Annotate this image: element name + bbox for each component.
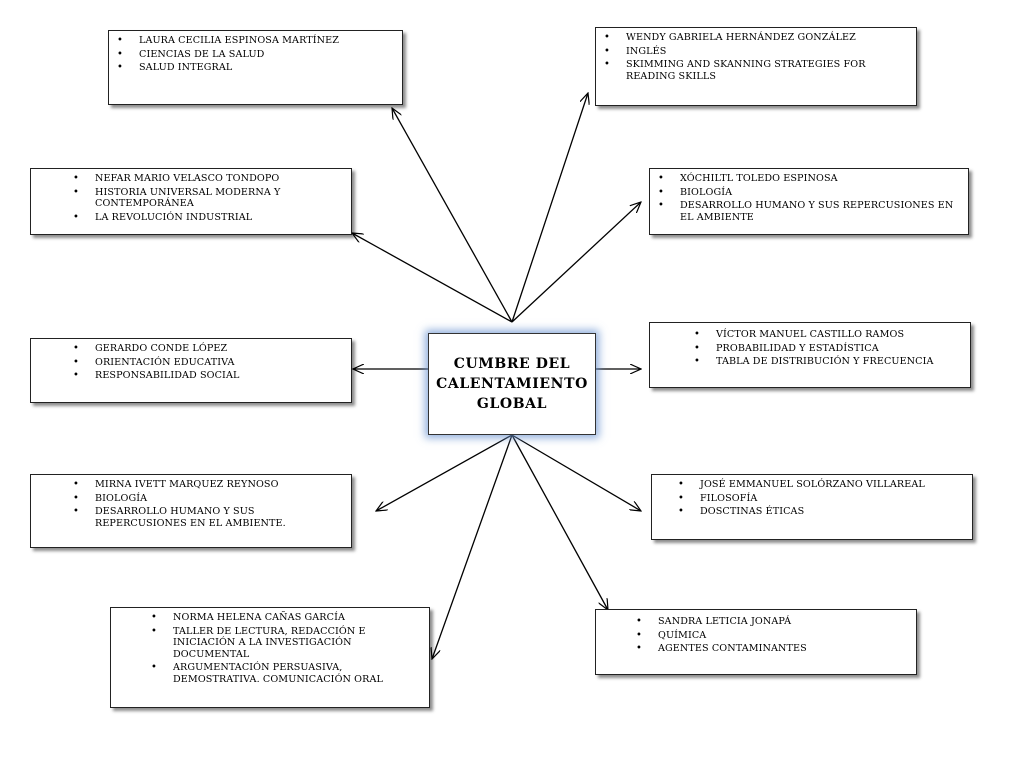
speaker-topic: SALUD INTEGRAL: [117, 62, 396, 74]
speaker-box-toledo: XÓCHILTL TOLEDO ESPINOSA BIOLOGÍA DESARR…: [649, 168, 969, 235]
speaker-box-canas: NORMA HELENA CAÑAS GARCÍA TALLER DE LECT…: [110, 607, 430, 708]
speaker-subject: FILOSOFÍA: [678, 493, 966, 505]
speaker-name: MIRNA IVETT MARQUEZ REYNOSO: [73, 479, 345, 491]
speaker-name: SANDRA LETICIA JONAPÁ: [636, 616, 910, 628]
central-topic-box: CUMBRE DEL CALENTAMIENTO GLOBAL: [428, 333, 596, 435]
arrow-to-upper-left: [352, 233, 513, 323]
speaker-name: XÓCHILTL TOLEDO ESPINOSA: [658, 173, 962, 185]
speaker-box-conde: GERARDO CONDE LÓPEZ ORIENTACIÓN EDUCATIV…: [30, 338, 352, 403]
speaker-name: VÍCTOR MANUEL CASTILLO RAMOS: [694, 329, 964, 341]
arrow-to-top-left: [392, 108, 513, 323]
speaker-box-jonapa: SANDRA LETICIA JONAPÁ QUÍMICA AGENTES CO…: [595, 609, 917, 675]
speaker-subject: HISTORIA UNIVERSAL MODERNA Y CONTEMPORÁN…: [73, 187, 345, 210]
speaker-subject: TALLER DE LECTURA, REDACCIÓN E INICIACIÓ…: [151, 626, 417, 661]
speaker-topic: DESARROLLO HUMANO Y SUS REPERCUSIONES EN…: [73, 506, 345, 529]
speaker-topic: RESPONSABILIDAD SOCIAL: [73, 370, 345, 382]
speaker-subject: QUÍMICA: [636, 630, 910, 642]
speaker-details-list: NEFAR MARIO VELASCO TONDOPO HISTORIA UNI…: [73, 173, 345, 224]
speaker-topic: DESARROLLO HUMANO Y SUS REPERCUSIONES EN…: [658, 200, 962, 223]
speaker-subject: ORIENTACIÓN EDUCATIVA: [73, 357, 345, 369]
arrow-to-lower-right: [511, 434, 641, 511]
speaker-details-list: LAURA CECILIA ESPINOSA MARTÍNEZ CIENCIAS…: [117, 35, 396, 74]
speaker-box-castillo: VÍCTOR MANUEL CASTILLO RAMOS PROBABILIDA…: [649, 322, 971, 388]
speaker-subject: INGLÉS: [604, 46, 910, 58]
speaker-details-list: VÍCTOR MANUEL CASTILLO RAMOS PROBABILIDA…: [694, 329, 964, 368]
speaker-topic: AGENTES CONTAMINANTES: [636, 643, 910, 655]
speaker-name: LAURA CECILIA ESPINOSA MARTÍNEZ: [117, 35, 396, 47]
speaker-subject: CIENCIAS DE LA SALUD: [117, 49, 396, 61]
speaker-topic: DOSCTINAS ÉTICAS: [678, 506, 966, 518]
arrow-to-upper-right: [511, 202, 641, 323]
arrow-to-top-right: [511, 93, 588, 323]
arrow-to-bottom-left: [432, 434, 513, 659]
speaker-details-list: XÓCHILTL TOLEDO ESPINOSA BIOLOGÍA DESARR…: [658, 173, 962, 223]
speaker-details-list: JOSÉ EMMANUEL SOLÓRZANO VILLAREAL FILOSO…: [678, 479, 966, 518]
speaker-details-list: NORMA HELENA CAÑAS GARCÍA TALLER DE LECT…: [151, 612, 417, 685]
speaker-subject: PROBABILIDAD Y ESTADÍSTICA: [694, 343, 964, 355]
speaker-name: GERARDO CONDE LÓPEZ: [73, 343, 345, 355]
central-topic-title: CUMBRE DEL CALENTAMIENTO GLOBAL: [436, 356, 588, 412]
arrow-to-bottom-right: [511, 434, 608, 610]
speaker-box-espinosa: LAURA CECILIA ESPINOSA MARTÍNEZ CIENCIAS…: [108, 30, 403, 105]
speaker-subject: BIOLOGÍA: [73, 493, 345, 505]
speaker-name: JOSÉ EMMANUEL SOLÓRZANO VILLAREAL: [678, 479, 966, 491]
speaker-topic: SKIMMING AND SKANNING STRATEGIES FOR REA…: [604, 59, 910, 82]
speaker-topic: LA REVOLUCIÓN INDUSTRIAL: [73, 212, 345, 224]
speaker-details-list: WENDY GABRIELA HERNÁNDEZ GONZÁLEZ INGLÉS…: [604, 32, 910, 82]
speaker-details-list: MIRNA IVETT MARQUEZ REYNOSO BIOLOGÍA DES…: [73, 479, 345, 529]
speaker-topic: TABLA DE DISTRIBUCIÓN Y FRECUENCIA: [694, 356, 964, 368]
speaker-name: NORMA HELENA CAÑAS GARCÍA: [151, 612, 417, 624]
speaker-box-hernandez: WENDY GABRIELA HERNÁNDEZ GONZÁLEZ INGLÉS…: [595, 27, 917, 106]
speaker-box-solorzano: JOSÉ EMMANUEL SOLÓRZANO VILLAREAL FILOSO…: [651, 474, 973, 540]
speaker-details-list: SANDRA LETICIA JONAPÁ QUÍMICA AGENTES CO…: [636, 616, 910, 655]
speaker-box-marquez: MIRNA IVETT MARQUEZ REYNOSO BIOLOGÍA DES…: [30, 474, 352, 548]
speaker-name: WENDY GABRIELA HERNÁNDEZ GONZÁLEZ: [604, 32, 910, 44]
speaker-name: NEFAR MARIO VELASCO TONDOPO: [73, 173, 345, 185]
speaker-details-list: GERARDO CONDE LÓPEZ ORIENTACIÓN EDUCATIV…: [73, 343, 345, 382]
speaker-subject: BIOLOGÍA: [658, 187, 962, 199]
arrow-to-lower-left: [376, 434, 513, 511]
speaker-box-velasco: NEFAR MARIO VELASCO TONDOPO HISTORIA UNI…: [30, 168, 352, 235]
speaker-topic: ARGUMENTACIÓN PERSUASIVA, DEMOSTRATIVA. …: [151, 662, 417, 685]
